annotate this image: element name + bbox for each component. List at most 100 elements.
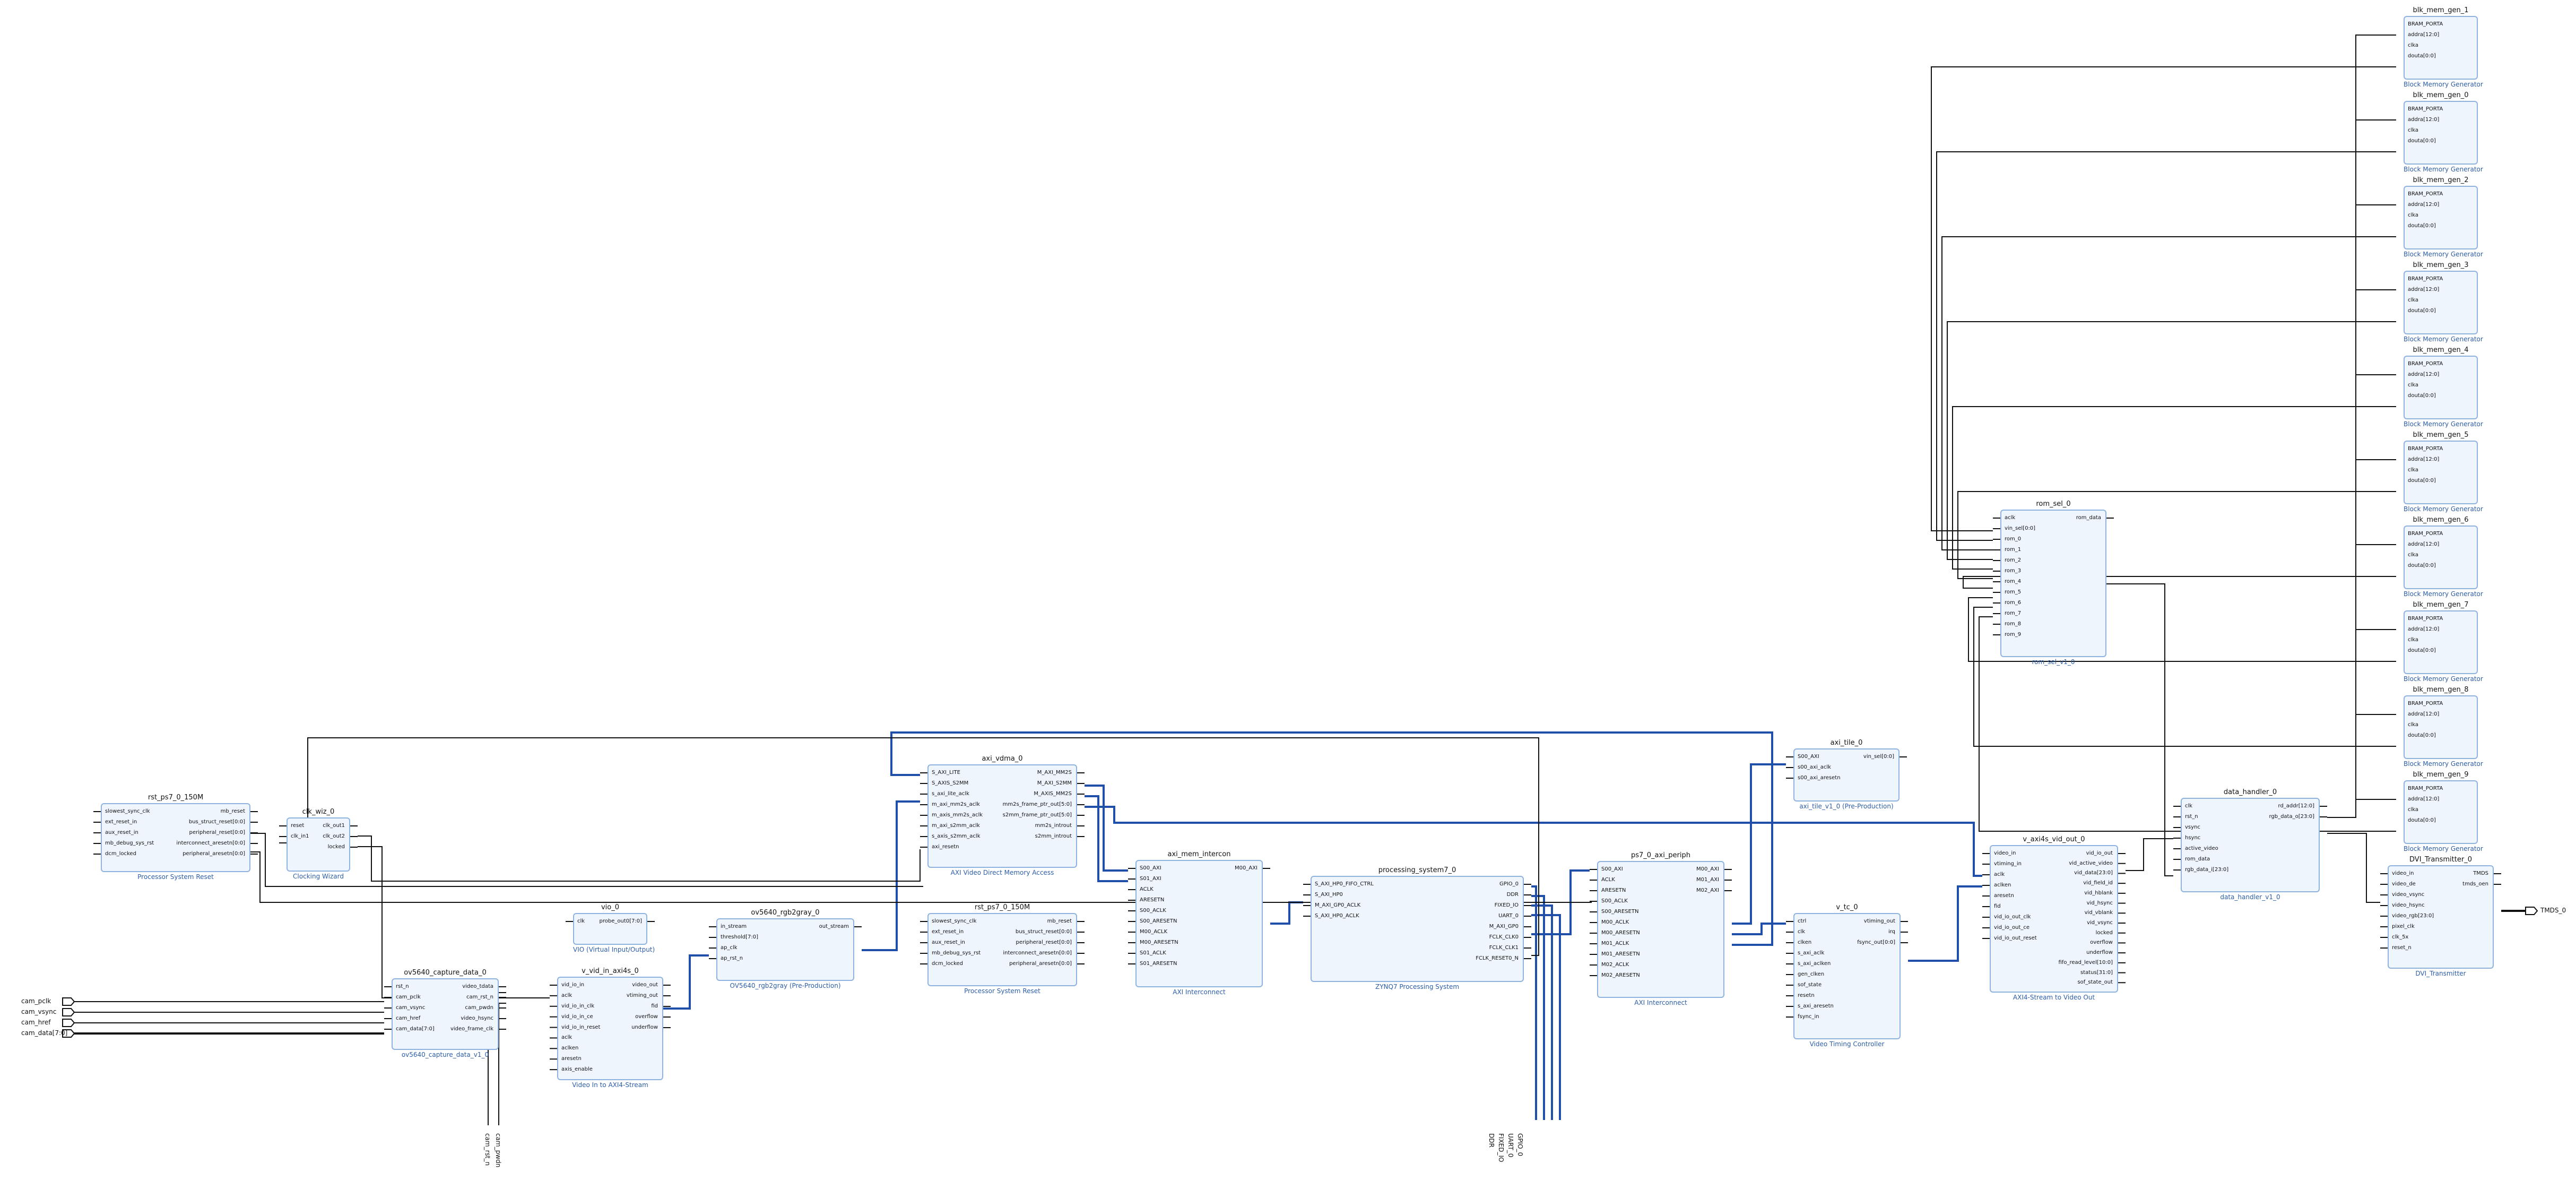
pin-m-axi-s2mm: M_AXI_S2MM — [1037, 780, 1072, 786]
block-subtitle: Block Memory Generator — [2404, 590, 2483, 598]
block-title: blk_mem_gen_2 — [2413, 176, 2469, 184]
pin-bram-porta: BRAM_PORTA — [2408, 21, 2443, 27]
bus-vdma-mm2s — [1085, 785, 1128, 872]
pin-s-axis-s2mm: S_AXIS_S2MM — [932, 780, 969, 786]
pin-gen-clken: gen_clken — [1798, 971, 1825, 977]
pin-clka: clka — [2408, 382, 2419, 388]
block-axi-tile-0[interactable] — [1793, 748, 1900, 802]
block-vio-0[interactable] — [573, 913, 647, 945]
input-port-cam-pclk: cam_pclk — [21, 997, 51, 1005]
block-axi-mem-intercon[interactable] — [1135, 860, 1263, 987]
block-blk-mem-gen-3[interactable] — [2404, 271, 2478, 334]
pin-cam-pclk: cam_pclk — [396, 994, 421, 1000]
block-data-handler-0[interactable] — [2181, 798, 2320, 892]
block-subtitle: DVI_Transmitter — [2415, 970, 2466, 977]
block-blk-mem-gen-7[interactable] — [2404, 610, 2478, 674]
pin-peripheral-aresetn-0-0: peripheral_aresetn[0:0] — [183, 851, 245, 857]
pin-bus-struct-reset-0-0: bus_struct_reset[0:0] — [1015, 929, 1072, 935]
pin-bram-porta: BRAM_PORTA — [2408, 616, 2443, 622]
block-rom-sel-0[interactable] — [2000, 510, 2106, 657]
block-v-axi4s-vid-out-0[interactable] — [1990, 845, 2118, 993]
input-port-icon — [62, 1008, 75, 1016]
block-title: processing_system7_0 — [1378, 866, 1456, 874]
pin-video-in: video_in — [2392, 871, 2414, 876]
pin-dcm-locked: dcm_locked — [105, 851, 136, 857]
block-title: blk_mem_gen_9 — [2413, 771, 2469, 779]
bus-vdma-stream-to-vidout — [1085, 806, 1982, 877]
pin-clk: clk — [1798, 929, 1806, 935]
pin-irq: irq — [1888, 929, 1895, 935]
block-rst-ps7-0-150m-top[interactable] — [101, 803, 250, 872]
pin-addra-12-0: addra[12:0] — [2408, 372, 2440, 377]
block-blk-mem-gen-9[interactable] — [2404, 780, 2478, 844]
pin-threshold-7-0: threshold[7:0] — [721, 934, 758, 940]
block-axi-vdma-0[interactable] — [927, 764, 1077, 868]
block-ps7-0-axi-periph[interactable] — [1597, 861, 1724, 998]
pin-m02-aresetn: M02_ARESETN — [1601, 972, 1640, 978]
pin-clka: clka — [2408, 127, 2419, 133]
block-blk-mem-gen-8[interactable] — [2404, 695, 2478, 759]
pin-ext-reset-in: ext_reset_in — [932, 929, 964, 935]
pin-ext-reset-in: ext_reset_in — [105, 819, 137, 825]
block-blk-mem-gen-2[interactable] — [2404, 186, 2478, 249]
block-subtitle: OV5640_rgb2gray (Pre-Production) — [730, 982, 841, 989]
pin-aresetn: ARESETN — [1601, 888, 1626, 893]
pin-clka: clka — [2408, 42, 2419, 48]
pin-slowest-sync-clk: slowest_sync_clk — [105, 808, 150, 814]
block-blk-mem-gen-4[interactable] — [2404, 356, 2478, 419]
input-port-icon — [62, 1019, 75, 1027]
pin-s00-axi: S00_AXI — [1140, 865, 1161, 871]
block-v-vid-in-axi4s-0[interactable] — [557, 977, 663, 1080]
pin-s2mm-frame-ptr-out-5-0: s2mm_frame_ptr_out[5:0] — [1002, 812, 1072, 818]
pin-aresetn: ARESETN — [1140, 897, 1165, 903]
input-port-cam-href: cam_href — [21, 1019, 51, 1026]
pin-s00-aclk: S00_ACLK — [1601, 898, 1628, 904]
pin-locked: locked — [327, 844, 345, 850]
block-subtitle: Block Memory Generator — [2404, 335, 2483, 343]
pin-vin-sel-0-0: vin_sel[0:0] — [2005, 525, 2036, 531]
block-clk-wiz-0[interactable] — [287, 817, 350, 872]
block-ov5640-rgb2gray-0[interactable] — [716, 918, 854, 981]
block-v-tc-0[interactable] — [1793, 913, 1901, 1039]
pin-vid-io-in-clk: vid_io_in_clk — [561, 1003, 595, 1009]
block-blk-mem-gen-0[interactable] — [2404, 101, 2478, 165]
block-blk-mem-gen-6[interactable] — [2404, 525, 2478, 589]
block-ov5640-capture-data-0[interactable] — [392, 978, 499, 1050]
wire-bram-douta — [1963, 576, 2396, 589]
block-title: DVI_Transmitter_0 — [2409, 856, 2472, 864]
wire-vid-to-handler — [2126, 838, 2173, 871]
pin-rom-8: rom_8 — [2005, 621, 2022, 627]
block-processing-system7-0[interactable] — [1311, 876, 1524, 982]
block-dvi-transmitter-0[interactable] — [2388, 865, 2494, 969]
pin-rom-data: rom_data — [2185, 856, 2210, 862]
wire-bram-addr — [2327, 799, 2396, 818]
pin-bram-porta: BRAM_PORTA — [2408, 446, 2443, 452]
pin-m01-aclk: M01_ACLK — [1601, 941, 1629, 946]
wire-bram-douta — [1936, 151, 2396, 541]
block-subtitle: ov5640_capture_data_v1_0 — [401, 1051, 489, 1058]
block-rst-ps7-0-150m-bottom[interactable] — [927, 913, 1077, 986]
block-subtitle: ZYNQ7 Processing System — [1375, 983, 1460, 990]
pin-s-axi-aclken: s_axi_aclken — [1798, 961, 1831, 967]
pin-overflow: overflow — [635, 1014, 658, 1020]
block-blk-mem-gen-5[interactable] — [2404, 441, 2478, 504]
pin-m-axis-mm2s: M_AXIS_MM2S — [1034, 791, 1072, 797]
pin-rom-0: rom_0 — [2005, 536, 2022, 542]
pin-clken: clken — [1798, 940, 1812, 945]
block-blk-mem-gen-1[interactable] — [2404, 16, 2478, 80]
wire-bram-douta — [1947, 321, 2396, 560]
pin-resetn: resetn — [1798, 993, 1815, 998]
pin-rgb-data-i-23-0: rgb_data_i[23:0] — [2185, 867, 2229, 873]
pin-aresetn: aresetn — [1994, 893, 2014, 899]
pin-douta-0-0: douta[0:0] — [2408, 308, 2436, 314]
pin-video-tdata: video_tdata — [462, 984, 493, 989]
pin-s-axi-hp0: S_AXI_HP0 — [1315, 892, 1343, 898]
pin-clk-in1: clk_in1 — [291, 833, 309, 839]
block-subtitle: Block Memory Generator — [2404, 675, 2483, 683]
pin-hsync: hsync — [2185, 835, 2201, 841]
pin-clk-out2: clk_out2 — [323, 833, 345, 839]
pin-m-axi-gp0: M_AXI_GP0 — [1489, 924, 1519, 929]
pin-gpio-0: GPIO_0 — [1499, 881, 1519, 887]
pin-slowest-sync-clk: slowest_sync_clk — [932, 918, 977, 924]
